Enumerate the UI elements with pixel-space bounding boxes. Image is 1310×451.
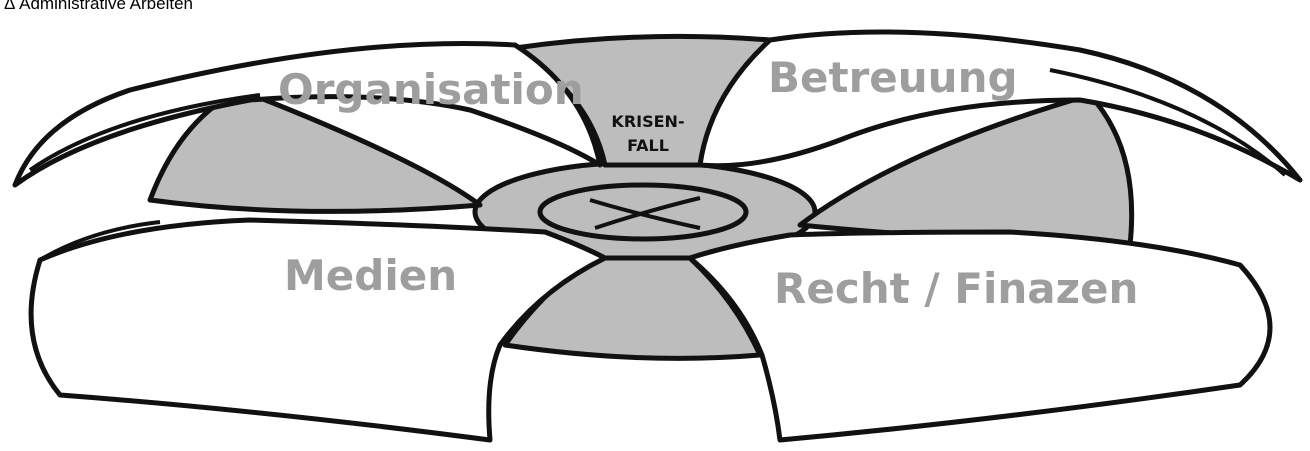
label-krisen: KRISEN- [611,112,684,131]
hub-cross-icon [589,196,701,230]
label-medien: Medien [284,251,457,300]
blade-organisation-inner [28,93,261,172]
caption: Δ Administrative Arbeiten [4,0,194,13]
hub-ring [537,182,749,242]
label-recht: Recht / Finazen [774,264,1138,313]
blade-medien-inner [38,220,161,262]
blade-betreuung [697,29,1303,183]
label-betreuung: Betreuung [768,53,1018,102]
blade-recht [687,229,1273,443]
label-organisation: Organisation [278,65,584,114]
blade-organisation [12,40,603,188]
blade-betreuung-inner [1049,68,1287,177]
blade-medien [28,217,608,443]
wedge-left [147,87,483,214]
label-fall: FALL [627,136,669,155]
